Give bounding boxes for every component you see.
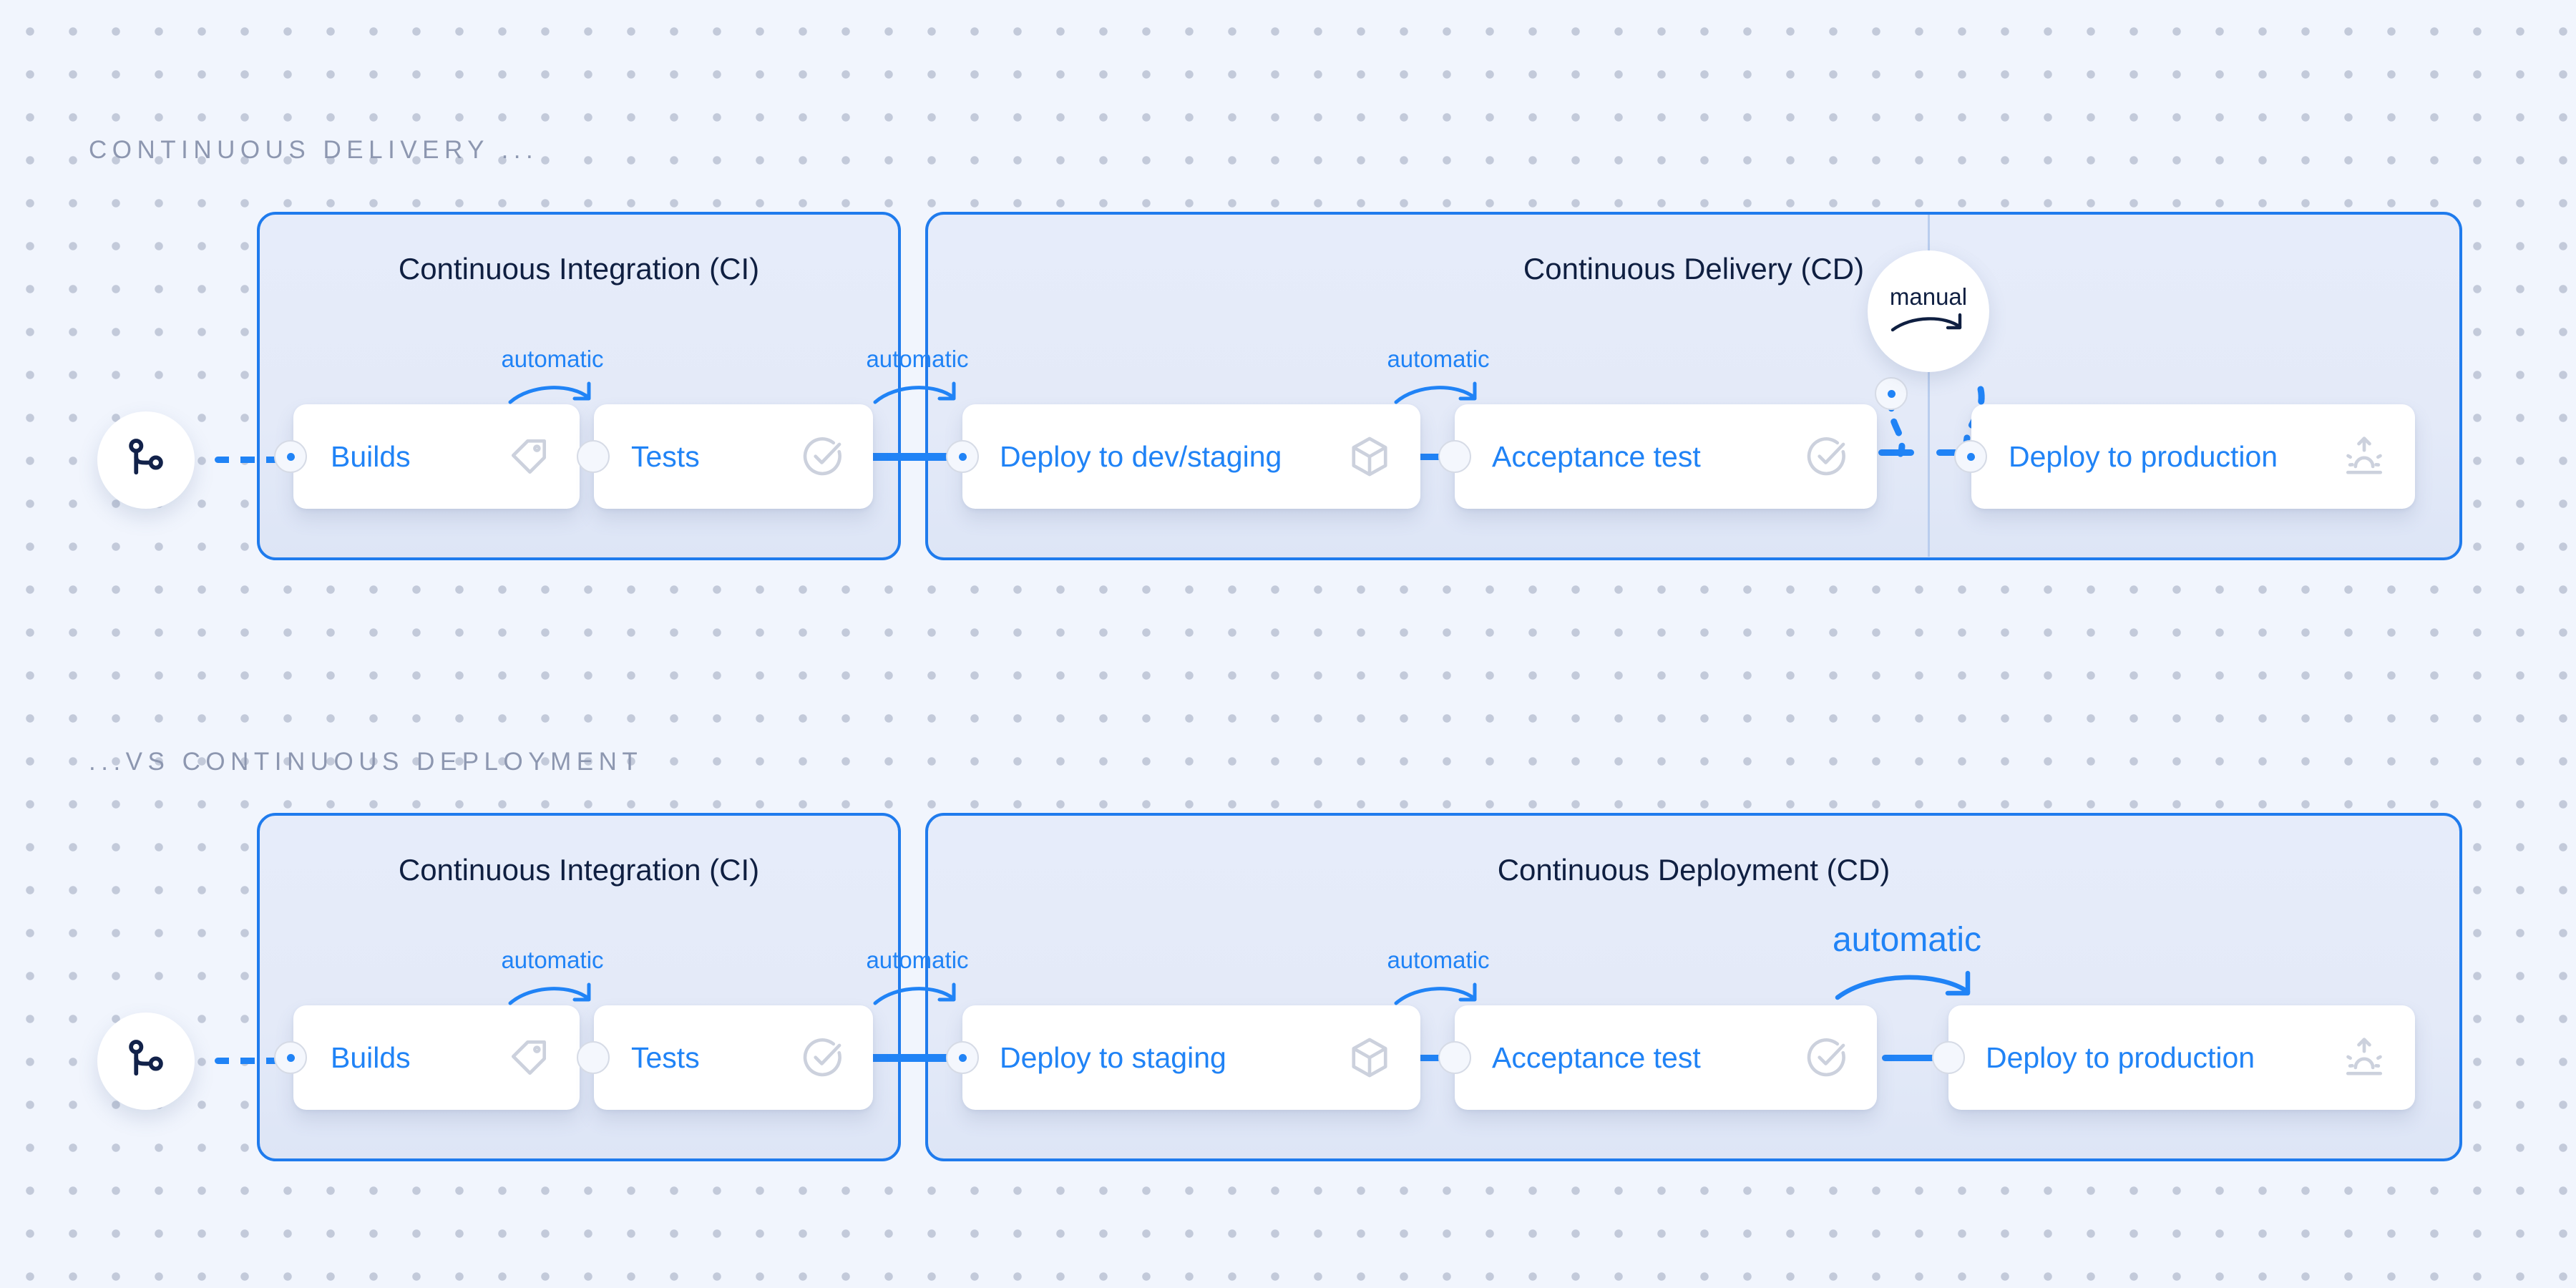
transition-label-automatic: automatic bbox=[1387, 947, 1490, 973]
node-builds[interactable]: Builds bbox=[293, 404, 580, 509]
pin-builds-input bbox=[274, 440, 307, 473]
pin-acceptance-input bbox=[1438, 440, 1471, 473]
transition-label-automatic: automatic bbox=[866, 346, 969, 372]
node-label-tests-2: Tests bbox=[631, 1040, 700, 1074]
transition-label-automatic: automatic bbox=[501, 947, 604, 973]
arrow-arc-icon bbox=[873, 982, 956, 1005]
manual-label: manual bbox=[1889, 283, 1968, 310]
pin-tests-input-2 bbox=[577, 1041, 610, 1074]
node-label-builds-2: Builds bbox=[331, 1040, 411, 1074]
pin-manual-gate-left bbox=[1875, 377, 1908, 410]
source-repository-node-2[interactable] bbox=[97, 1013, 195, 1110]
pin-tests-input bbox=[577, 440, 610, 473]
transition-builds-to-tests-2: automatic bbox=[481, 948, 624, 1013]
node-label-acceptance-test-2: Acceptance test bbox=[1492, 1040, 1701, 1074]
group-title-cd-2: Continuous Deployment (CD) bbox=[1497, 853, 1890, 887]
node-label-deploy-dev-staging: Deploy to dev/staging bbox=[1000, 439, 1282, 473]
transition-deploy-dev-to-acceptance: automatic bbox=[1367, 347, 1510, 412]
section-heading-continuous-deployment: ...VS CONTINUOUS DEPLOYMENT bbox=[89, 748, 643, 776]
pin-acceptance-input-2 bbox=[1438, 1041, 1471, 1074]
transition-builds-to-tests: automatic bbox=[481, 347, 624, 412]
node-acceptance-test-2[interactable]: Acceptance test bbox=[1455, 1005, 1877, 1110]
arrow-arc-icon bbox=[1394, 982, 1477, 1005]
pin-deploy-prod-input-2 bbox=[1932, 1041, 1965, 1074]
check-circle-icon bbox=[1804, 1035, 1848, 1080]
link-acceptance-to-manual-stub bbox=[1878, 449, 1914, 456]
tag-icon bbox=[507, 1035, 551, 1080]
arrow-arc-icon bbox=[1394, 381, 1477, 404]
pin-deploy-dev-input bbox=[946, 440, 979, 473]
node-label-builds: Builds bbox=[331, 439, 411, 473]
group-title-ci-2: Continuous Integration (CI) bbox=[398, 853, 760, 887]
cube-icon bbox=[1347, 434, 1392, 479]
node-deploy-production[interactable]: Deploy to production bbox=[1971, 404, 2415, 509]
pin-deploy-staging-input bbox=[946, 1041, 979, 1074]
transition-deploy-staging-to-acceptance: automatic bbox=[1367, 948, 1510, 1013]
node-label-acceptance-test: Acceptance test bbox=[1492, 439, 1701, 473]
pin-deploy-prod-input bbox=[1954, 440, 1987, 473]
transition-label-automatic: automatic bbox=[1387, 346, 1490, 372]
arrow-arc-icon bbox=[508, 982, 591, 1005]
cube-icon bbox=[1347, 1035, 1392, 1080]
sunrise-launch-icon bbox=[2342, 1035, 2386, 1080]
arrow-arc-icon bbox=[873, 381, 956, 404]
group-title-ci: Continuous Integration (CI) bbox=[398, 252, 760, 286]
check-circle-icon bbox=[1804, 434, 1848, 479]
source-repository-node[interactable] bbox=[97, 411, 195, 509]
transition-label-automatic-large: automatic bbox=[1832, 921, 1982, 959]
node-label-deploy-production: Deploy to production bbox=[2009, 439, 2278, 473]
node-acceptance-test[interactable]: Acceptance test bbox=[1455, 404, 1877, 509]
transition-tests-to-deploy-staging: automatic bbox=[846, 948, 989, 1013]
transition-acceptance-to-deploy-production: automatic bbox=[1739, 923, 2075, 1010]
node-label-deploy-production-2: Deploy to production bbox=[1986, 1040, 2255, 1074]
node-tests-2[interactable]: Tests bbox=[594, 1005, 873, 1110]
transition-label-automatic: automatic bbox=[866, 947, 969, 973]
sunrise-launch-icon bbox=[2342, 434, 2386, 479]
check-circle-icon bbox=[800, 434, 844, 479]
arrow-arc-icon bbox=[1890, 313, 1962, 331]
transition-tests-to-deploy-dev: automatic bbox=[846, 347, 989, 412]
git-branch-icon bbox=[122, 1036, 170, 1087]
pin-builds-input-2 bbox=[274, 1041, 307, 1074]
node-deploy-production-2[interactable]: Deploy to production bbox=[1948, 1005, 2415, 1110]
check-circle-icon bbox=[800, 1035, 844, 1080]
arrow-arc-icon bbox=[1835, 970, 1971, 1000]
section-heading-continuous-delivery: CONTINUOUS DELIVERY ... bbox=[89, 136, 539, 164]
node-label-deploy-staging: Deploy to staging bbox=[1000, 1040, 1226, 1074]
node-label-tests: Tests bbox=[631, 439, 700, 473]
node-tests[interactable]: Tests bbox=[594, 404, 873, 509]
group-title-cd: Continuous Delivery (CD) bbox=[1523, 252, 1865, 286]
tag-icon bbox=[507, 434, 551, 479]
node-builds-2[interactable]: Builds bbox=[293, 1005, 580, 1110]
transition-label-automatic: automatic bbox=[501, 346, 604, 372]
git-branch-icon bbox=[122, 435, 170, 486]
node-deploy-staging[interactable]: Deploy to staging bbox=[962, 1005, 1420, 1110]
node-deploy-dev-staging[interactable]: Deploy to dev/staging bbox=[962, 404, 1420, 509]
manual-approval-gate[interactable]: manual bbox=[1868, 250, 1989, 372]
arrow-arc-icon bbox=[508, 381, 591, 404]
